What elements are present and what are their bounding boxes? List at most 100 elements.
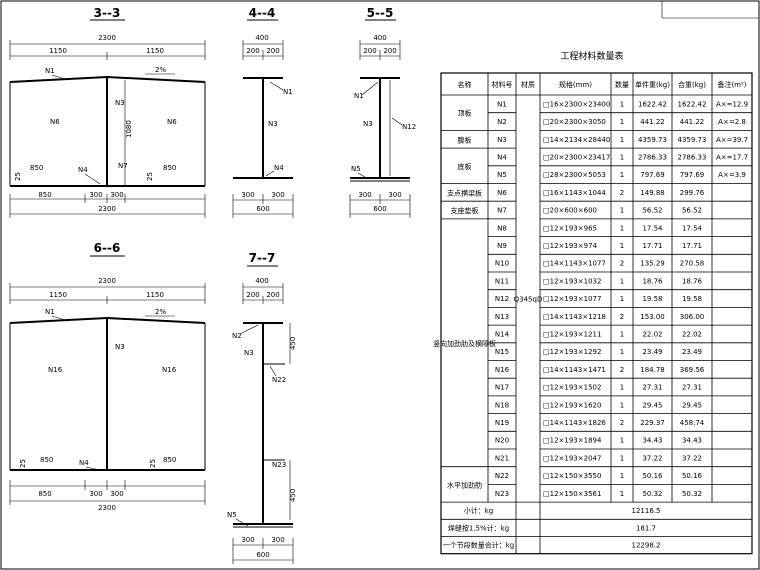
label-n6-right: N6 bbox=[167, 118, 177, 126]
dim-bottom-b: 300 bbox=[388, 191, 401, 199]
label-n22: N22 bbox=[272, 376, 286, 384]
table-cell-part-no: N19 bbox=[495, 419, 509, 427]
table-header-cell: 名称 bbox=[458, 80, 472, 89]
label-n1: N1 bbox=[283, 88, 293, 96]
table-header-cell: 材质 bbox=[521, 80, 535, 89]
dim-bottom-total: 2300 bbox=[98, 205, 116, 213]
table-cell-unit-weight: 23.49 bbox=[642, 348, 662, 356]
dim-height: 1080 bbox=[125, 120, 133, 138]
table-cell-qty: 1 bbox=[620, 100, 624, 108]
table-cell-note: A×=3.9 bbox=[718, 171, 746, 179]
label-n7: N7 bbox=[118, 162, 128, 170]
dim-top-total: 400 bbox=[373, 34, 386, 42]
table-cell-material: Q345qD bbox=[514, 296, 543, 304]
table-total-label: 焊缝按1.5%计：kg bbox=[448, 523, 509, 532]
table-cell-qty: 1 bbox=[620, 490, 624, 498]
material-table: 名称材料号材质规格(mm)数量单件重(kg)合重(kg)备注(m²)N1□16×… bbox=[433, 72, 753, 555]
table-cell-total-weight: 22.02 bbox=[682, 330, 702, 338]
table-cell-part-no: N21 bbox=[495, 454, 509, 462]
dim-bottom-1: 850 bbox=[38, 191, 51, 199]
table-cell-qty: 1 bbox=[620, 384, 624, 392]
dim-right: 1150 bbox=[146, 291, 164, 299]
dim-top-a: 200 bbox=[363, 47, 376, 55]
table-cell-part-no: N23 bbox=[495, 490, 509, 498]
label-n1: N1 bbox=[354, 92, 364, 100]
leader bbox=[85, 466, 101, 471]
section-title: 6--6 bbox=[94, 241, 121, 255]
label-n16-right: N16 bbox=[162, 366, 177, 374]
label-n3: N3 bbox=[244, 349, 254, 357]
table-cell-unit-weight: 4359.73 bbox=[638, 136, 667, 144]
table-cell-spec: □16×1143×1044 bbox=[543, 189, 606, 197]
table-cell-spec: □12×193×1502 bbox=[543, 384, 601, 392]
table-cell-unit-weight: 34.43 bbox=[642, 437, 662, 445]
table-cell-total-weight: 17.71 bbox=[682, 242, 702, 250]
dim-bottom-2: 300 bbox=[89, 490, 102, 498]
table-cell-unit-weight: 19.58 bbox=[642, 295, 662, 303]
section-title: 5--5 bbox=[367, 6, 394, 20]
label-n12: N12 bbox=[402, 123, 416, 131]
table-cell-group-name: 水平加劲肋 bbox=[447, 480, 482, 489]
dim-lower: 450 bbox=[289, 489, 297, 502]
dim-top-a: 200 bbox=[246, 291, 259, 299]
table-cell-part-no: N3 bbox=[497, 136, 507, 144]
label-n4: N4 bbox=[274, 164, 284, 172]
table-cell-spec: □20×2300×23417 bbox=[543, 153, 610, 161]
table-cell-total-weight: 50.32 bbox=[682, 490, 702, 498]
leader bbox=[269, 365, 277, 377]
table-cell-qty: 1 bbox=[620, 242, 624, 250]
table-cell-qty: 1 bbox=[620, 454, 624, 462]
leader bbox=[51, 315, 69, 322]
table-cell-unit-weight: 37.22 bbox=[642, 454, 662, 462]
table-cell-spec: □12×193×1032 bbox=[543, 277, 601, 285]
section-7-7: 7--7 400 200 200 450 450 N2 N3 N22 N23 N… bbox=[227, 251, 297, 564]
label-n4: N4 bbox=[79, 459, 89, 467]
dim-top-b: 200 bbox=[266, 47, 279, 55]
table-cell-total-weight: 299.76 bbox=[680, 189, 705, 197]
table-cell-unit-weight: 797.69 bbox=[640, 171, 665, 179]
table-cell-part-no: N6 bbox=[497, 189, 507, 197]
table-cell-total-weight: 18.76 bbox=[682, 277, 703, 285]
table-cell-part-no: N8 bbox=[497, 224, 507, 232]
table-cell-qty: 1 bbox=[620, 330, 624, 338]
table-cell-total-weight: 797.69 bbox=[680, 171, 705, 179]
table-cell-group-name: 支点横梁板 bbox=[447, 188, 482, 197]
table-cell-qty: 1 bbox=[620, 348, 624, 356]
table-cell-unit-weight: 50.16 bbox=[642, 472, 663, 480]
table-cell-total-weight: 29.45 bbox=[682, 401, 702, 409]
table-header-cell: 备注(m²) bbox=[717, 80, 746, 89]
table-cell-total-weight: 2786.33 bbox=[678, 153, 707, 161]
table-cell-total-weight: 34.43 bbox=[682, 437, 702, 445]
table-cell-part-no: N13 bbox=[495, 313, 509, 321]
table-cell-qty: 1 bbox=[620, 277, 624, 285]
dim-top-a: 200 bbox=[246, 47, 259, 55]
table-cell-unit-weight: 1622.42 bbox=[638, 100, 667, 108]
dim-bottom-a: 300 bbox=[358, 191, 371, 199]
dim-top-total: 400 bbox=[255, 34, 268, 42]
label-n23: N23 bbox=[272, 461, 286, 469]
side-dim-right: 850 bbox=[163, 456, 176, 464]
dim-bottom-total: 600 bbox=[256, 205, 269, 213]
weld-left: 25 bbox=[19, 459, 27, 468]
table-cell-qty: 1 bbox=[620, 118, 624, 126]
table-cell-part-no: N20 bbox=[495, 437, 509, 445]
table-cell-spec: □16×2300×23400 bbox=[543, 100, 610, 108]
section-title: 7--7 bbox=[249, 251, 276, 265]
table-header-cell: 数量 bbox=[615, 80, 629, 89]
table-cell-spec: □12×193×965 bbox=[543, 224, 597, 232]
table-cell-spec: □20×2300×3050 bbox=[543, 118, 606, 126]
weld-right: 25 bbox=[149, 459, 157, 468]
table-cell-spec: □12×193×2047 bbox=[543, 454, 601, 462]
table-cell-qty: 1 bbox=[620, 295, 624, 303]
label-n16-left: N16 bbox=[48, 366, 63, 374]
table-cell-total-weight: 50.16 bbox=[682, 472, 703, 480]
table-cell-group-name: 底板 bbox=[458, 162, 472, 171]
dim-left: 1150 bbox=[49, 47, 67, 55]
table-cell-qty: 1 bbox=[620, 136, 624, 144]
table-cell-qty: 1 bbox=[620, 207, 624, 215]
table-header-cell: 材料号 bbox=[492, 80, 513, 89]
table-cell-part-no: N11 bbox=[495, 277, 509, 285]
table-cell-unit-weight: 56.52 bbox=[642, 207, 662, 215]
label-n1: N1 bbox=[45, 67, 55, 75]
